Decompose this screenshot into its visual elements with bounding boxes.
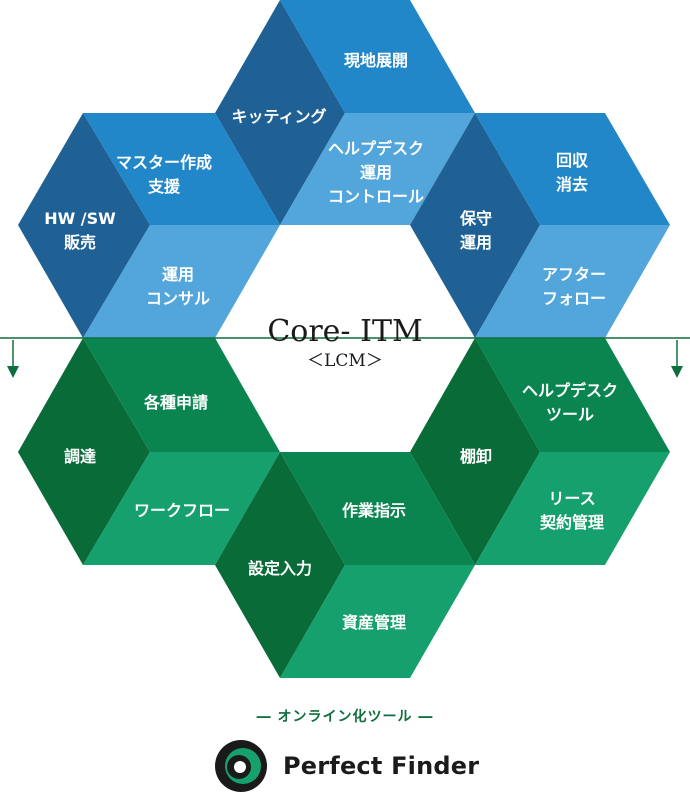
cube-right-left-face — [410, 113, 540, 338]
cube-top-top-face — [280, 0, 475, 113]
label-line: コントロール — [328, 187, 424, 206]
cube-left-top-face — [83, 113, 280, 225]
cube-lower-left-top-face — [83, 338, 280, 452]
label-chotatsu: 調達 — [64, 447, 96, 466]
label-line: 設定入力 — [248, 559, 312, 578]
label-line: コンサル — [146, 289, 210, 308]
label-kitting: キッティング — [231, 107, 326, 126]
label-line: 支援 — [147, 177, 181, 196]
cube-left-bottom-face — [83, 225, 280, 338]
label-line: マスター作成 — [116, 153, 212, 172]
center-label: Core- ITM ＜LCM＞ — [267, 314, 422, 371]
label-line: キッティング — [231, 107, 326, 126]
label-line: 消去 — [556, 175, 588, 194]
center-title: Core- ITM — [267, 314, 422, 349]
label-line: リース — [548, 489, 595, 508]
cube-lower-right-left-face — [410, 338, 540, 565]
cube-right-bottom-face — [475, 225, 670, 338]
label-tanaoroshi: 棚卸 — [460, 447, 492, 466]
cube-bottom-bottom-face — [280, 565, 475, 678]
label-line: 運用 — [460, 233, 492, 252]
center-subtitle: ＜LCM＞ — [307, 351, 383, 371]
cube-top-left-face — [215, 0, 345, 225]
label-shisan: 資産管理 — [342, 613, 406, 632]
label-sagyo: 作業指示 — [342, 501, 406, 520]
cube-lower-left-left-face — [18, 338, 150, 565]
arrow-down-left-icon — [7, 340, 19, 378]
cube-bottom-top-face — [280, 452, 475, 565]
label-genchi: 現地展開 — [344, 51, 408, 70]
brand-name: Perfect Finder — [283, 752, 480, 780]
label-line: ツール — [546, 405, 594, 424]
label-line: フォロー — [542, 289, 606, 308]
arrow-down-right-icon — [671, 340, 683, 378]
label-line: ヘルプデスク — [522, 381, 618, 400]
label-settei: 設定入力 — [248, 559, 312, 578]
label-line: 棚卸 — [460, 447, 492, 466]
cube-left-left-face — [18, 113, 150, 338]
label-line: 調達 — [64, 447, 96, 466]
label-line: 現地展開 — [344, 51, 408, 70]
label-line: 販売 — [64, 233, 96, 252]
label-line: 回収 — [556, 151, 589, 170]
label-line: HW /SW — [44, 209, 116, 228]
perfect-finder-logo-icon — [215, 740, 267, 792]
cube-lower-right-bottom-face — [475, 452, 670, 565]
cube-lower-right-top-face — [475, 338, 670, 452]
label-line: 運用 — [162, 265, 194, 284]
label-line: アフター — [542, 265, 606, 284]
label-line: 運用 — [360, 163, 392, 182]
tagline: ― オンライン化ツール ― — [256, 709, 434, 725]
label-line: ワークフロー — [134, 501, 230, 520]
cube-right-top-face — [475, 113, 670, 225]
label-line: 保守 — [459, 209, 492, 228]
label-line: 契約管理 — [539, 513, 604, 532]
label-workflow: ワークフロー — [134, 501, 230, 520]
brand-logo: Perfect Finder — [213, 738, 479, 794]
label-shinsei: 各種申請 — [143, 393, 208, 412]
label-hwsw: HW /SW 販売 — [44, 209, 116, 252]
label-line: 資産管理 — [342, 613, 406, 632]
label-line: 各種申請 — [143, 393, 208, 412]
label-line: ヘルプデスク — [328, 139, 424, 158]
label-line: 作業指示 — [342, 501, 406, 520]
cube-lower-left-bottom-face — [83, 452, 280, 565]
